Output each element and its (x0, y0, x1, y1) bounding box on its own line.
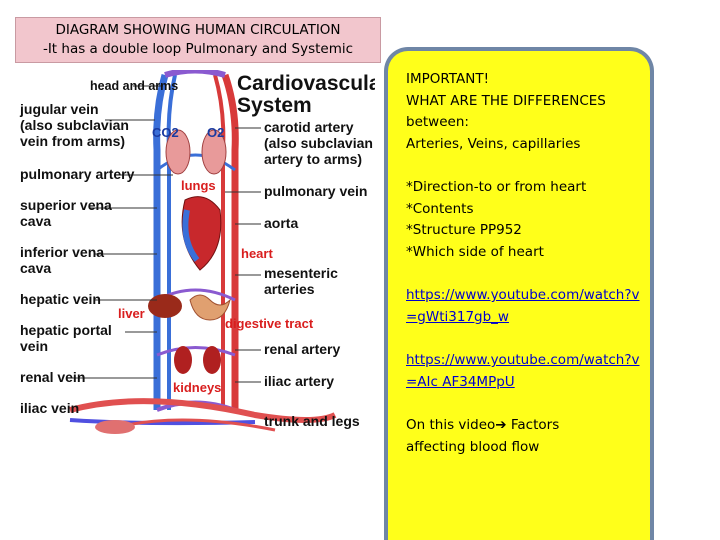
label-carotid-artery-3: artery to arms) (264, 151, 362, 167)
label-liver: liver (118, 306, 145, 321)
label-trunk-and-legs: trunk and legs (264, 413, 360, 429)
digestive-tract-shape (189, 294, 231, 321)
label-hepatic-portal-vein: hepatic portal (20, 322, 112, 338)
liver-shape (148, 294, 182, 318)
label-carotid-artery-2: (also subclavian (264, 135, 373, 151)
label-jugular-vein-2: (also subclavian (20, 117, 129, 133)
label-inferior-vena-cava: inferior vena (20, 244, 104, 260)
label-jugular-vein-3: vein from arms) (20, 133, 125, 149)
title-line-2: -It has a double loop Pulmonary and Syst… (42, 41, 354, 57)
label-mesenteric-arteries: mesenteric (264, 265, 338, 281)
leader-lines (70, 85, 261, 383)
kidneys-shape (174, 346, 221, 374)
label-heart: heart (241, 246, 273, 261)
vessels (153, 67, 239, 412)
differences-list: *Direction-to or from heart *Contents *S… (406, 179, 587, 260)
capillary-bed (69, 398, 337, 434)
arrow-right-icon: ➔ (495, 417, 507, 433)
label-renal-vein: renal vein (20, 369, 85, 385)
video-link-1[interactable]: https://www.youtube.com/watch?v=gWti317g… (406, 287, 640, 325)
label-jugular-vein: jugular vein (19, 101, 99, 117)
label-hepatic-portal-vein-2: vein (20, 338, 48, 354)
video-link-2[interactable]: https://www.youtube.com/watch?v=AIc AF34… (406, 352, 640, 390)
label-o2: O2 (207, 125, 224, 140)
label-pulmonary-vein: pulmonary vein (264, 183, 367, 199)
label-iliac-artery: iliac artery (264, 373, 334, 389)
label-pulmonary-artery: pulmonary artery (20, 166, 135, 182)
video-note-prefix: On this video (406, 417, 496, 433)
label-digestive-tract: digestive tract (225, 316, 314, 331)
label-iliac-vein: iliac vein (20, 400, 79, 416)
title-box: DIAGRAM SHOWING HUMAN CIRCULATION -It ha… (15, 17, 381, 63)
label-hepatic-vein: hepatic vein (20, 291, 101, 307)
video-note-line-2: affecting blood flow (406, 438, 540, 455)
label-superior-vena-cava-2: cava (20, 213, 51, 229)
lungs-shape (165, 129, 227, 175)
label-renal-artery: renal artery (264, 341, 340, 357)
diagram-heading-2: System (237, 94, 312, 117)
heart-shape (181, 196, 222, 271)
video-note-suffix: Factors (506, 417, 560, 433)
label-inferior-vena-cava-2: cava (20, 260, 51, 276)
circulation-diagram: Cardiovascular System head and arms jugu… (15, 67, 389, 440)
label-superior-vena-cava: superior vena (20, 197, 112, 213)
label-head-and-arms: head and arms (90, 79, 178, 93)
important-text: IMPORTANT! WHAT ARE THE DIFFERENCES betw… (406, 71, 606, 152)
circulation-diagram-svg: Cardiovascular System head and arms jugu… (19, 67, 389, 434)
video-note: On this video➔ Factors affecting blood f… (406, 415, 640, 458)
label-aorta: aorta (264, 215, 298, 231)
diagram-heading-1: Cardiovascular (237, 72, 375, 95)
label-co2: CO2 (152, 125, 179, 140)
label-lungs: lungs (181, 178, 216, 193)
label-mesenteric-arteries-2: arteries (264, 281, 315, 297)
notes-panel: IMPORTANT! WHAT ARE THE DIFFERENCES betw… (384, 47, 654, 540)
title-line-1: DIAGRAM SHOWING HUMAN CIRCULATION (55, 22, 341, 38)
label-carotid-artery: carotid artery (264, 119, 354, 135)
label-kidneys: kidneys (173, 380, 221, 395)
